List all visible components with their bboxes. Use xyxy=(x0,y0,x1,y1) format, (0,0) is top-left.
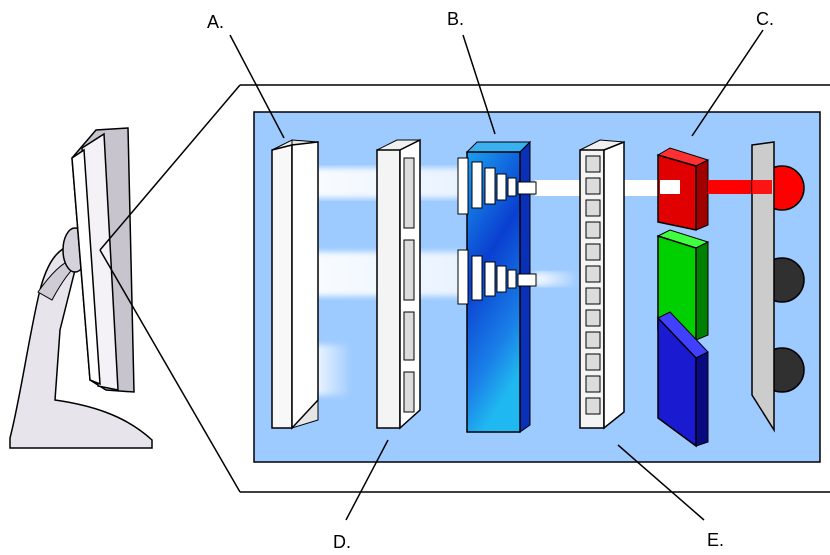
label-b: B. xyxy=(447,9,464,29)
layer-d-glass-electrodes xyxy=(376,138,421,430)
zoom-lines xyxy=(99,84,830,493)
layer-b-liquid-crystal xyxy=(457,140,537,433)
layer-e-glass xyxy=(579,139,625,430)
label-d: D. xyxy=(333,532,351,552)
label-pointers xyxy=(229,29,764,521)
layer-a-polarizer xyxy=(271,139,319,430)
label-c: C. xyxy=(756,9,774,29)
label-e: E. xyxy=(707,530,724,550)
layer-c-color-filters xyxy=(656,147,766,448)
layer-final-polarizer xyxy=(751,141,805,433)
label-a: A. xyxy=(207,12,224,32)
monitor-icon xyxy=(9,127,153,449)
